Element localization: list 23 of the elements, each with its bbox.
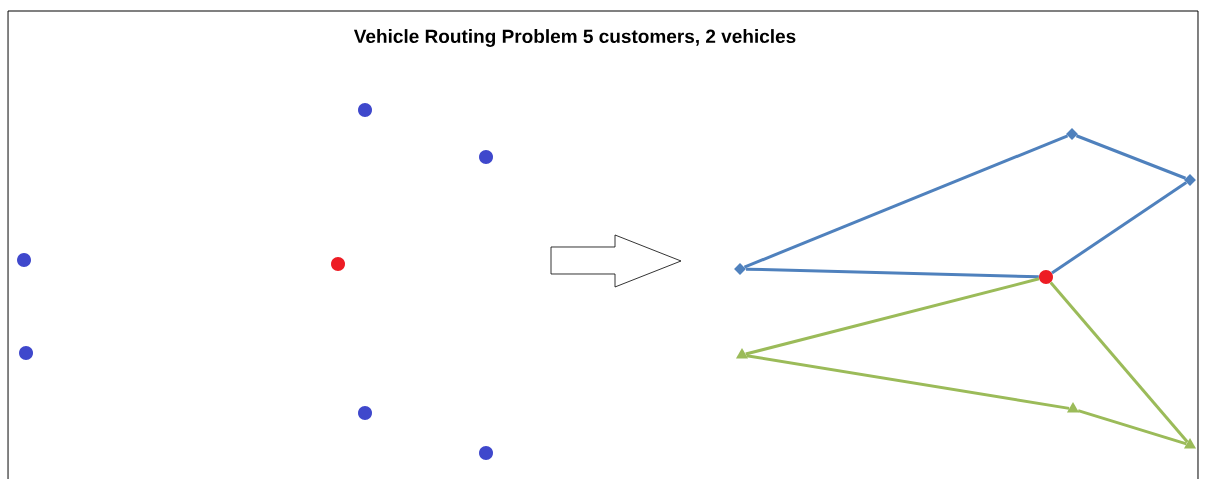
route-marker	[734, 263, 746, 275]
customer-dot	[19, 346, 33, 360]
route-line	[743, 134, 1069, 269]
customer-dot	[479, 446, 493, 460]
customer-dot	[17, 253, 31, 267]
route-line	[746, 267, 1039, 279]
route-line	[1051, 181, 1188, 275]
route-marker	[1183, 438, 1197, 449]
depot-dot	[1039, 270, 1053, 284]
customer-dot	[358, 406, 372, 420]
customer-dot	[358, 103, 372, 117]
route-line	[1077, 409, 1187, 446]
depot-dot	[331, 257, 345, 271]
customer-dot	[479, 150, 493, 164]
route-marker	[735, 348, 749, 359]
route-line	[746, 354, 1070, 410]
route-line	[745, 277, 1040, 356]
route-marker	[1066, 402, 1080, 413]
title: Vehicle Routing Problem 5 customers, 2 vehicles	[353, 29, 796, 47]
route-marker	[1184, 174, 1196, 186]
route-line	[1049, 281, 1189, 443]
route-marker	[1066, 128, 1078, 140]
route-line	[1075, 134, 1187, 180]
